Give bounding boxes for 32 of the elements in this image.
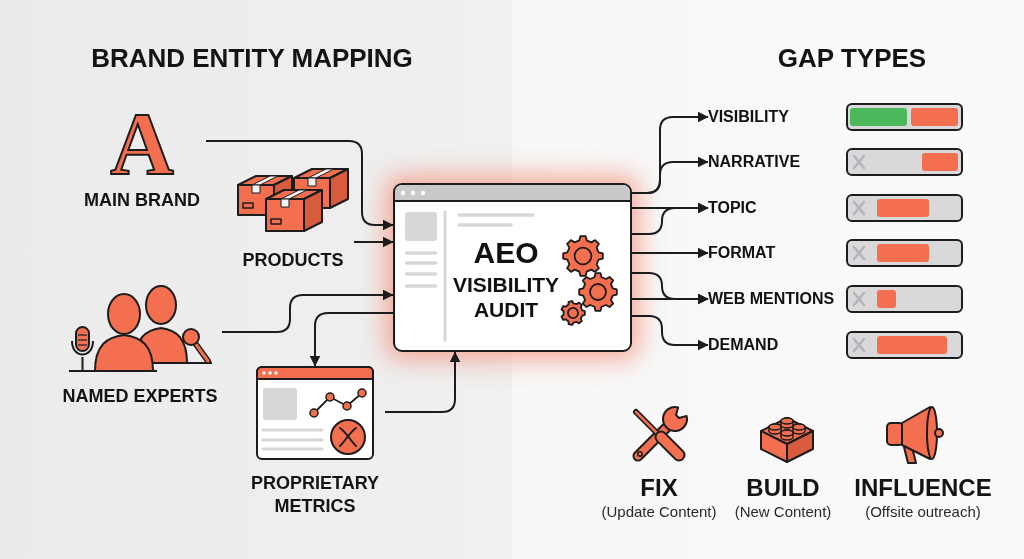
action-subtitle: (Update Content) [601,504,717,519]
arrow [309,312,394,367]
gap-type-label: TOPIC [708,200,757,216]
action-subtitle: (New Content) [734,504,832,519]
gap-type-label: VISIBILITY [708,109,789,125]
node-label: NAMED EXPERTS [62,387,218,405]
arrow [353,236,394,248]
audit-window [393,183,632,352]
action-subtitle: (Offsite outreach) [865,504,981,519]
arrow [631,247,709,259]
arrow [631,156,709,194]
brand-initial: A [110,100,174,188]
gap-type-label: WEB MENTIONS [708,291,835,307]
gap-type-label: DEMAND [708,337,779,353]
node-label: MAIN BRAND [84,191,200,209]
node-label: PROPRIETARY METRICS [250,472,380,518]
audit-title: AEO [473,238,539,268]
arrow [631,315,709,351]
audit-subtitle: VISIBILITY AUDIT [451,272,561,322]
arrow [221,289,394,333]
action-title: INFLUENCE [854,476,992,500]
section-heading: GAP TYPES [777,45,927,71]
gap-type-label: NARRATIVE [708,154,801,170]
action-title: FIX [640,476,678,500]
gap-type-label: FORMAT [708,245,776,261]
section-heading: BRAND ENTITY MAPPING [91,45,413,71]
action-title: BUILD [746,476,820,500]
arrow [631,293,709,305]
arrow [384,351,461,413]
arrow [205,140,394,231]
arrow [631,202,709,235]
node-label: PRODUCTS [242,251,344,269]
